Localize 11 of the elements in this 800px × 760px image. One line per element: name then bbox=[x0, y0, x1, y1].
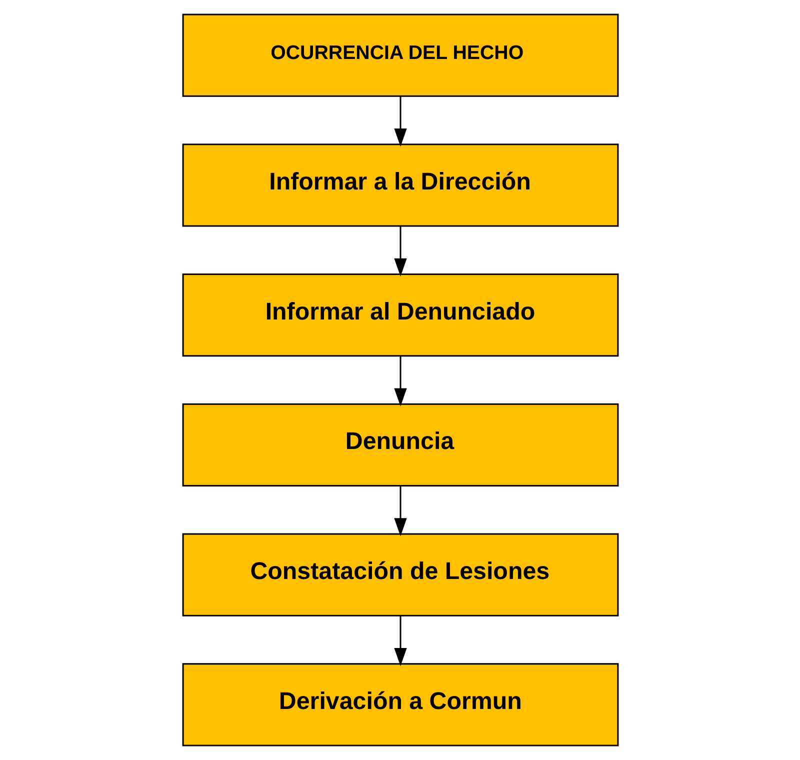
arrow bbox=[394, 356, 406, 406]
node-box: Informar a la Dirección bbox=[182, 144, 618, 227]
arrow bbox=[394, 616, 406, 666]
node-box: OCURRENCIA DEL HECHO bbox=[182, 14, 618, 97]
arrow bbox=[394, 226, 406, 277]
arrow bbox=[394, 96, 406, 147]
node-box: Informar al Denunciado bbox=[182, 274, 618, 357]
node-box: Derivación a Cormun bbox=[182, 663, 618, 746]
arrow bbox=[394, 486, 406, 536]
node-box: Constatación de Lesiones bbox=[182, 533, 618, 616]
node-box: Denuncia bbox=[182, 403, 618, 486]
